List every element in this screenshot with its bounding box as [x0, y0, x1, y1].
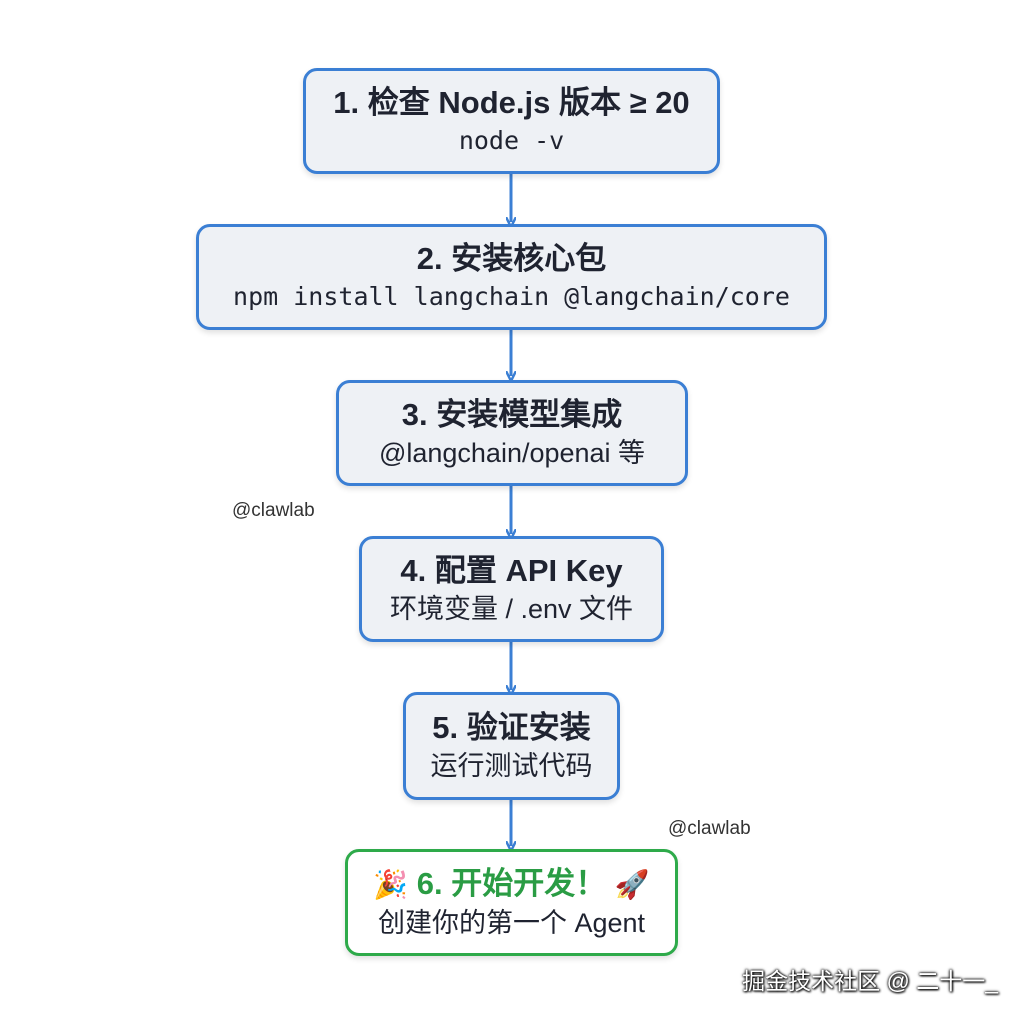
step-1-title: 1. 检查 Node.js 版本 ≥ 20: [333, 85, 690, 120]
step-5-box: 5. 验证安装 运行测试代码: [403, 692, 620, 800]
watermark-right: @clawlab: [668, 818, 751, 839]
step-6-title: 6. 开始开发！: [416, 865, 607, 901]
rocket-icon: 🚀: [614, 869, 650, 901]
step-1-subtitle: node -v: [458, 126, 565, 155]
step-6-box: 🎉 6. 开始开发！ 🚀 创建你的第一个 Agent: [345, 849, 678, 956]
step-4-title: 4. 配置 API Key: [400, 553, 623, 588]
step-2-title: 2. 安装核心包: [416, 241, 607, 276]
footer-credit: 掘金技术社区 @ 二十一_: [742, 968, 998, 994]
step-3-title: 3. 安装模型集成: [401, 397, 623, 432]
step-3-box: 3. 安装模型集成 @langchain/openai 等: [336, 380, 688, 486]
step-6-subtitle: 创建你的第一个 Agent: [377, 908, 646, 939]
step-4-box: 4. 配置 API Key 环境变量 / .env 文件: [359, 536, 664, 642]
step-6-title-row: 🎉 6. 开始开发！ 🚀: [373, 864, 649, 906]
watermark-left: @clawlab: [232, 500, 315, 521]
step-2-box: 2. 安装核心包 npm install langchain @langchai…: [196, 224, 827, 330]
step-2-subtitle: npm install langchain @langchain/core: [233, 282, 790, 311]
party-popper-icon: 🎉: [373, 869, 409, 901]
step-3-subtitle: @langchain/openai 等: [378, 438, 646, 468]
step-5-title: 5. 验证安装: [432, 710, 591, 745]
step-1-box: 1. 检查 Node.js 版本 ≥ 20 node -v: [303, 68, 720, 174]
step-4-subtitle: 环境变量 / .env 文件: [389, 594, 634, 624]
step-5-subtitle: 运行测试代码: [430, 751, 593, 781]
